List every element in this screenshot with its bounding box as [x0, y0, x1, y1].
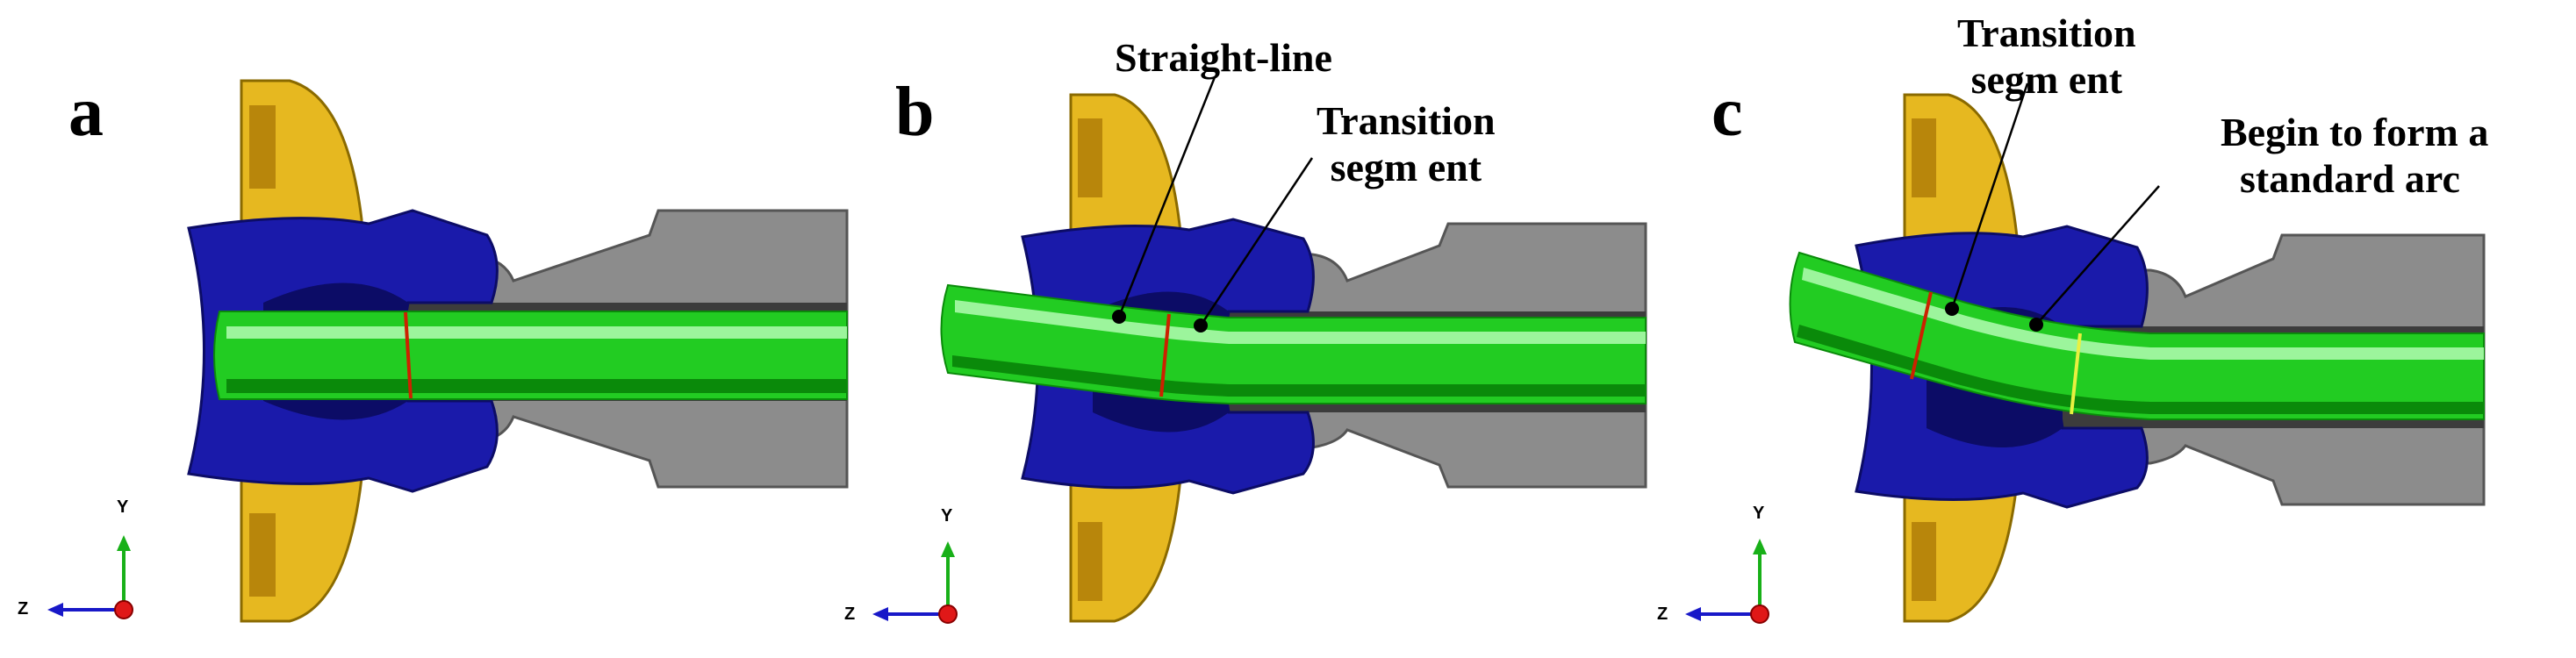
straight-line-marker-b [1159, 313, 1171, 397]
axis-z-arrow-b [872, 607, 888, 621]
flange-slot-c2 [1912, 522, 1936, 601]
tube-shadow-b [952, 355, 1646, 397]
callout-transition-segment-c: Transition segm ent [1957, 11, 2136, 104]
flange-slot-b2 [1078, 522, 1102, 601]
axis-y-label-b: Y [941, 506, 953, 526]
callout-transition-b-line2: segm ent [1330, 144, 1482, 190]
axis-z-label-a: Z [18, 599, 29, 619]
panel-b-drawing [872, 76, 1647, 624]
leader-arc-c [2035, 185, 2160, 325]
panel-a: a Y [0, 0, 860, 658]
panel-label-c: c [1711, 74, 1743, 151]
leader-transition-c [1950, 82, 2029, 310]
point-arc-c [2029, 318, 2043, 332]
tube-a [213, 311, 848, 400]
callout-transition-c-line2: segm ent [1970, 56, 2123, 102]
callout-transition-c-line1: Transition [1957, 11, 2136, 55]
flange-slot-a2 [249, 513, 276, 597]
axis-x-marker-c [1750, 604, 1769, 624]
tube-highlight-a [226, 326, 847, 339]
flange-slot-b1 [1078, 118, 1102, 197]
axis-triad-b [872, 541, 958, 624]
axis-triad-c [1685, 539, 1769, 624]
flange-slot-a1 [249, 105, 276, 189]
flange-slot-c1 [1912, 118, 1936, 197]
point-transition-c [1945, 302, 1959, 316]
point-straight-line-b [1112, 310, 1126, 324]
callout-standard-arc-line1: Begin to form a [2221, 110, 2489, 154]
leader-transition-b [1199, 157, 1314, 326]
panel-label-b: b [895, 74, 935, 151]
panel-a-drawing [47, 79, 849, 623]
axis-y-label-a: Y [117, 497, 129, 517]
axis-z-arrow-c [1685, 607, 1701, 621]
axis-z-arrow-a [47, 603, 63, 617]
callout-transition-b-line1: Transition [1317, 98, 1496, 143]
tube-highlight-c [1802, 268, 2484, 360]
panel-c-drawing [1685, 82, 2486, 624]
callout-standard-arc: Begin to form a standard arc [2221, 110, 2488, 203]
axis-z-label-b: Z [844, 604, 856, 624]
callout-standard-arc-line2: standard arc [2240, 155, 2460, 201]
panel-b: b [844, 0, 1676, 658]
tube-shadow-a [226, 379, 847, 393]
callout-transition-segment-b: Transition segm ent [1317, 98, 1496, 191]
axis-x-marker-b [938, 604, 958, 624]
arc-marker-c [2070, 333, 2082, 415]
panel-label-a: a [68, 74, 104, 151]
tube-highlight-b [955, 300, 1646, 344]
leader-straight-line-b [1117, 76, 1216, 318]
callout-straight-line: Straight-line [1115, 35, 1332, 82]
panel-c: c [1657, 0, 2576, 658]
point-transition-b [1194, 318, 1208, 333]
callout-straight-line-text: Straight-line [1115, 35, 1332, 80]
straight-line-marker-c [1910, 291, 1933, 380]
tube-shadow-c [1797, 325, 2484, 414]
callout-leaders-c [1945, 82, 2160, 332]
tube-c [1789, 251, 2485, 420]
straight-line-marker-a [404, 311, 413, 399]
axis-y-label-c: Y [1753, 504, 1765, 523]
axis-y-arrow-b [941, 541, 955, 557]
axis-y-arrow-c [1753, 539, 1767, 554]
axis-y-arrow-a [117, 535, 131, 551]
callout-leaders-b [1112, 76, 1314, 333]
axis-triad-a [47, 535, 133, 619]
axis-x-marker-a [114, 600, 133, 619]
axis-z-label-c: Z [1657, 604, 1668, 624]
